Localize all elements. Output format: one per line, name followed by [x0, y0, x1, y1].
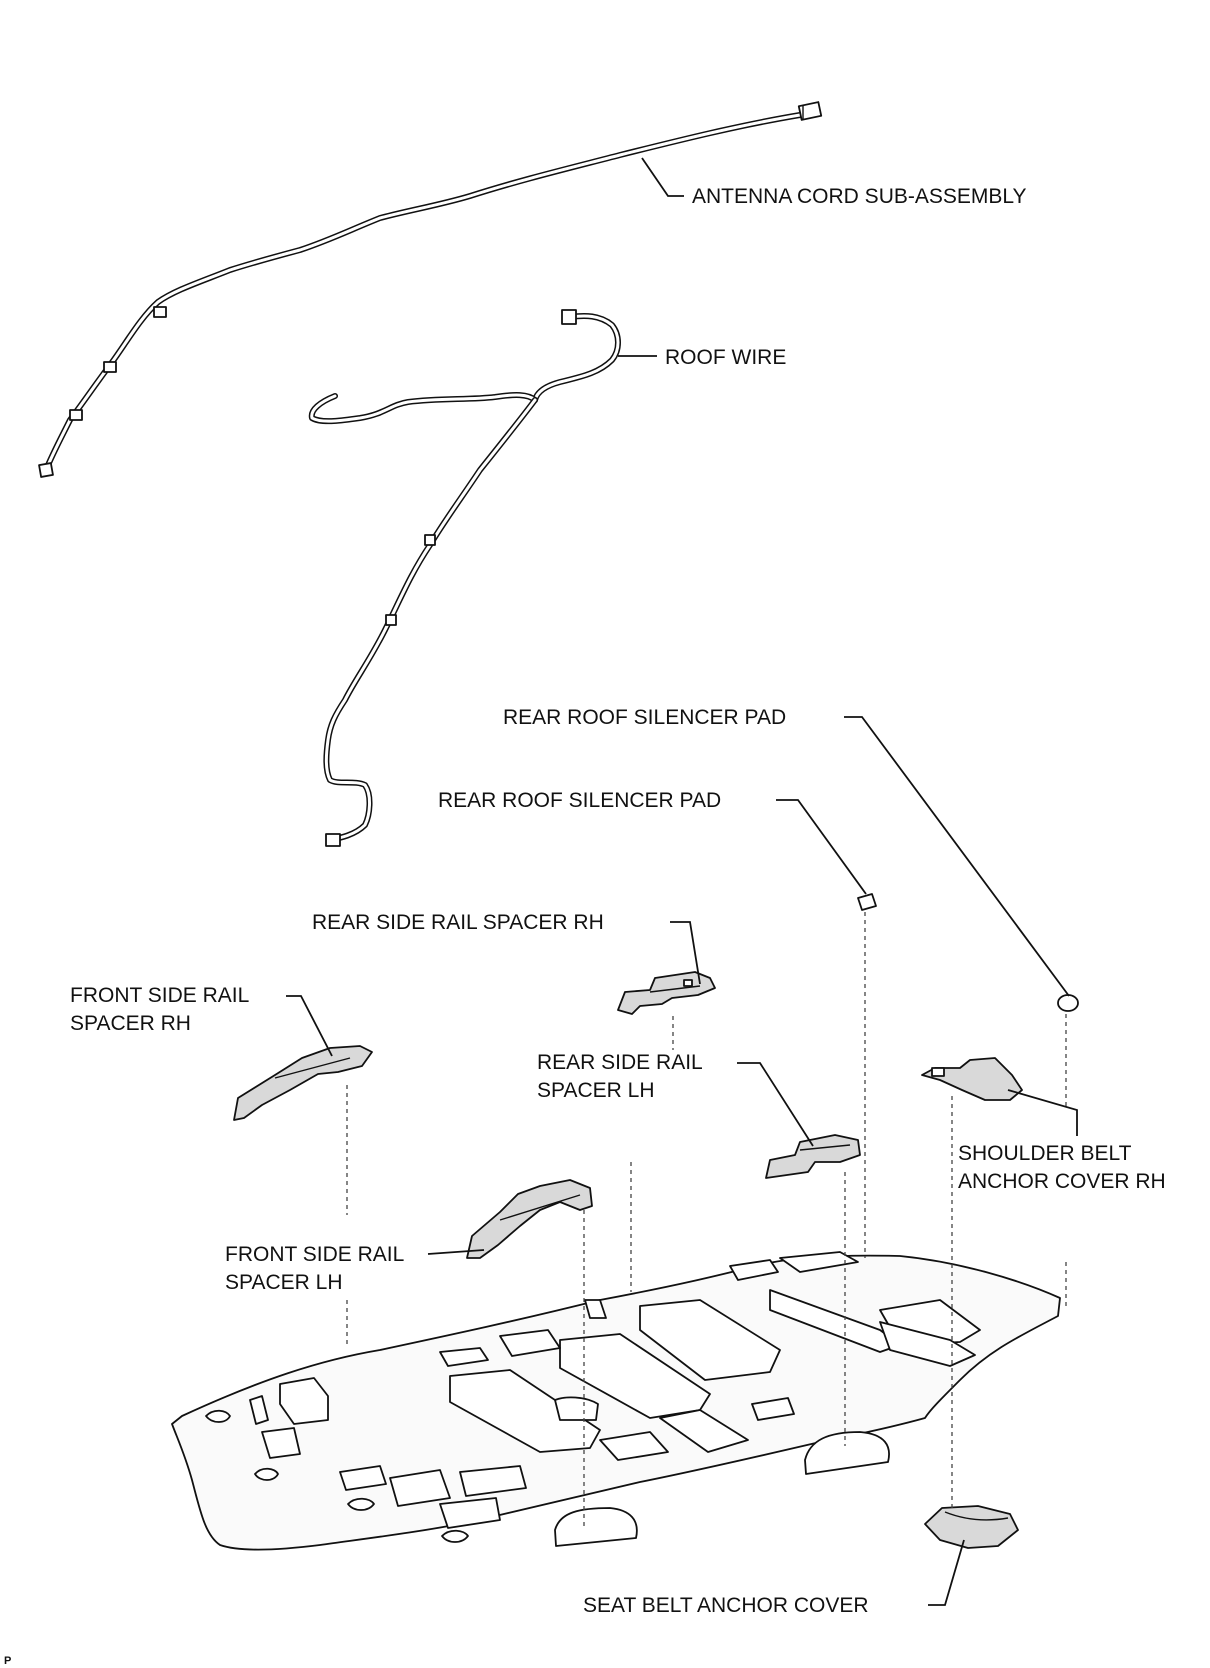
roof-wire	[308, 309, 621, 847]
shoulder-belt-anchor-cover-rh	[921, 1057, 1023, 1101]
front-side-rail-spacer-rh	[233, 1045, 373, 1121]
label-rear-roof-silencer-pad-2: REAR ROOF SILENCER PAD	[438, 789, 721, 812]
labels: ANTENNA CORD SUB-ASSEMBLY ROOF WIRE REAR…	[4, 185, 1166, 1667]
footer-code: P	[4, 1655, 11, 1667]
rear-roof-silencer-pad-small	[857, 893, 877, 911]
label-front-side-rail-spacer-rh-2: SPACER RH	[70, 1012, 191, 1035]
label-front-side-rail-spacer-lh-1: FRONT SIDE RAIL	[225, 1243, 404, 1266]
label-rear-roof-silencer-pad-1: REAR ROOF SILENCER PAD	[503, 706, 786, 729]
label-antenna-cord: ANTENNA CORD SUB-ASSEMBLY	[692, 185, 1027, 208]
label-seat-belt-anchor-cover: SEAT BELT ANCHOR COVER	[583, 1594, 869, 1617]
label-shoulder-belt-2: ANCHOR COVER RH	[958, 1170, 1166, 1193]
label-front-side-rail-spacer-lh-2: SPACER LH	[225, 1271, 342, 1294]
seat-belt-anchor-cover	[924, 1505, 1019, 1549]
roof-headliner	[171, 1251, 1061, 1551]
rear-roof-silencer-pad-round	[1057, 994, 1079, 1012]
label-rear-side-rail-spacer-lh-2: SPACER LH	[537, 1079, 654, 1102]
alignment-dashes	[346, 912, 1067, 1528]
label-front-side-rail-spacer-rh-1: FRONT SIDE RAIL	[70, 984, 249, 1007]
label-roof-wire: ROOF WIRE	[665, 346, 786, 369]
front-side-rail-spacer-lh	[466, 1179, 593, 1259]
rear-side-rail-spacer-lh	[765, 1134, 861, 1179]
label-rear-side-rail-spacer-rh: REAR SIDE RAIL SPACER RH	[312, 911, 604, 934]
antenna-cord-sub-assembly	[38, 101, 823, 478]
rear-side-rail-spacer-rh	[617, 971, 716, 1015]
leader-lines	[286, 157, 1078, 1606]
label-rear-side-rail-spacer-lh-1: REAR SIDE RAIL	[537, 1051, 703, 1074]
label-shoulder-belt-1: SHOULDER BELT	[958, 1142, 1132, 1165]
